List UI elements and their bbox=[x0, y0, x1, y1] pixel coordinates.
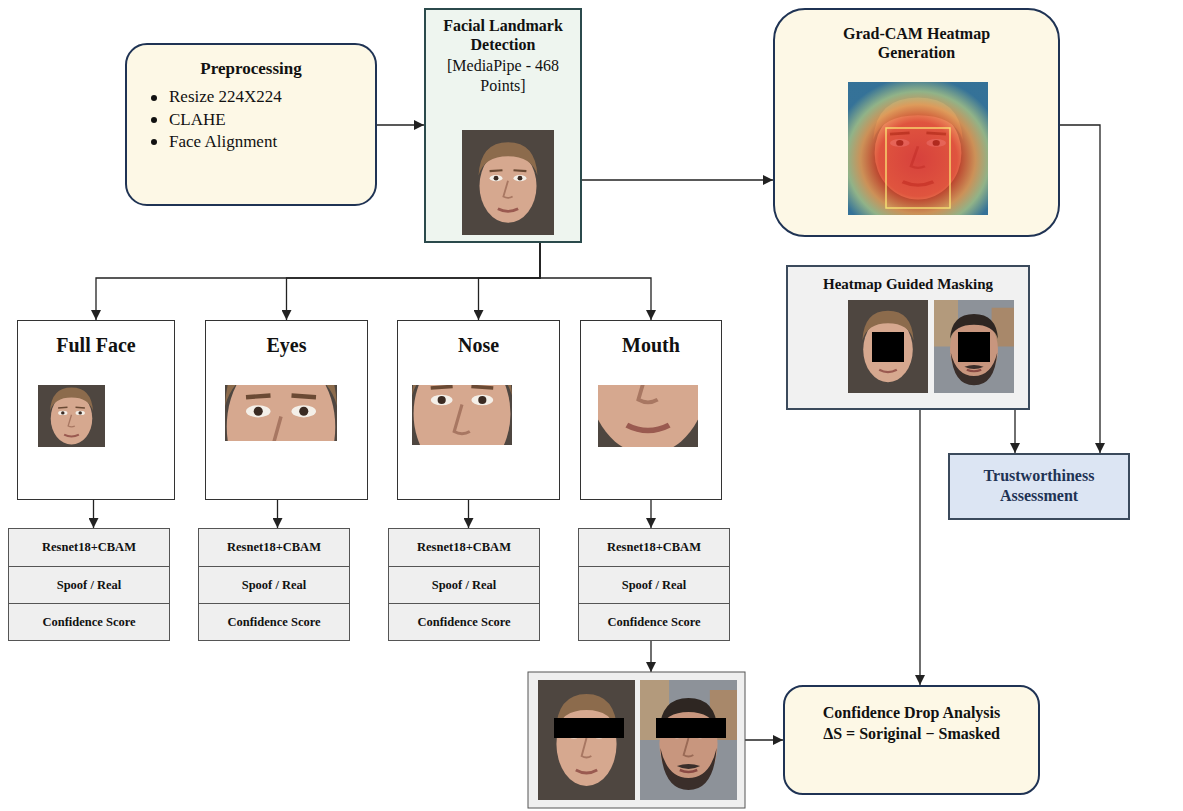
bullet-dot bbox=[151, 139, 157, 145]
bullet-dot bbox=[151, 95, 157, 101]
process-box: PreprocessingResize 224X224CLAHEFace Ali… bbox=[125, 43, 377, 206]
region-box: Eyes bbox=[205, 320, 368, 500]
flow-arrow bbox=[287, 243, 541, 320]
bullet-row: CLAHE bbox=[151, 110, 359, 130]
bullet-dot bbox=[151, 117, 157, 123]
stack-cell: Spoof / Real bbox=[199, 566, 349, 603]
bullet-text: Face Alignment bbox=[169, 132, 277, 152]
mask-bar bbox=[656, 718, 726, 738]
mouth-crop bbox=[552, 261, 744, 480]
masked-face bbox=[934, 300, 1014, 393]
flow-arrow bbox=[650, 641, 651, 672]
masked-face bbox=[538, 680, 635, 800]
box-title: Preprocessing bbox=[143, 59, 359, 79]
flow-arrow bbox=[377, 124, 424, 125]
box-title: Confidence Drop Analysis bbox=[823, 703, 1001, 722]
flow-arrow bbox=[1014, 410, 1015, 453]
box-title: Grad-CAM Heatmap Generation bbox=[817, 24, 1017, 62]
nose-crop bbox=[384, 318, 540, 498]
model-stack: Resnet18+CBAMSpoof / RealConfidence Scor… bbox=[198, 528, 350, 641]
flow-arrow bbox=[96, 243, 540, 320]
flow-arrow bbox=[479, 243, 541, 320]
box-body: ΔS = Soriginal − Smasked bbox=[823, 724, 1000, 743]
box-title: Facial Landmark Detection bbox=[434, 16, 572, 54]
stack-cell: Spoof / Real bbox=[389, 566, 539, 603]
image-panel bbox=[528, 672, 745, 808]
stack-cell: Resnet18+CBAM bbox=[9, 529, 169, 566]
box-title: Heatmap Guided Masking bbox=[823, 275, 993, 293]
stack-cell: Confidence Score bbox=[389, 603, 539, 640]
flow-arrow bbox=[93, 500, 94, 528]
stack-cell: Confidence Score bbox=[199, 603, 349, 640]
box-title: Trustworthiness Assessment bbox=[958, 466, 1120, 504]
flow-arrow bbox=[1060, 125, 1100, 453]
eyes-crop bbox=[194, 315, 369, 525]
masked-face bbox=[848, 300, 928, 393]
face-photo bbox=[462, 130, 554, 235]
flow-arrow bbox=[650, 500, 651, 528]
model-stack: Resnet18+CBAMSpoof / RealConfidence Scor… bbox=[578, 528, 730, 641]
flow-arrow bbox=[277, 500, 278, 528]
flow-arrow bbox=[919, 410, 920, 685]
box-body: [MediaPipe - 468 Points] bbox=[434, 56, 572, 94]
process-box: Grad-CAM Heatmap Generation bbox=[773, 8, 1060, 237]
mask-square bbox=[872, 332, 904, 362]
bullet-text: Resize 224X224 bbox=[169, 87, 282, 107]
masked-face bbox=[640, 680, 737, 800]
stack-cell: Confidence Score bbox=[9, 603, 169, 640]
stack-cell: Confidence Score bbox=[579, 603, 729, 640]
mask-bar bbox=[554, 718, 624, 738]
bullet-row: Resize 224X224 bbox=[151, 87, 359, 107]
stack-cell: Spoof / Real bbox=[579, 566, 729, 603]
flow-arrow bbox=[582, 179, 773, 180]
analysis-box: Confidence Drop Analysis ΔS = Soriginal −… bbox=[783, 685, 1040, 795]
region-box: Mouth bbox=[580, 320, 722, 500]
bullet-row: Face Alignment bbox=[151, 132, 359, 152]
face-crop bbox=[38, 379, 105, 453]
stack-cell: Resnet18+CBAM bbox=[389, 529, 539, 566]
stack-cell: Resnet18+CBAM bbox=[579, 529, 729, 566]
model-stack: Resnet18+CBAMSpoof / RealConfidence Scor… bbox=[388, 528, 540, 641]
region-box: Nose bbox=[397, 320, 560, 500]
output-box: Trustworthiness Assessment bbox=[948, 453, 1130, 520]
stack-cell: Resnet18+CBAM bbox=[199, 529, 349, 566]
process-box: Heatmap Guided Masking bbox=[786, 265, 1030, 410]
flow-arrow bbox=[468, 500, 469, 528]
box-title: Eyes bbox=[267, 333, 307, 357]
box-title: Mouth bbox=[622, 333, 680, 357]
box-title: Nose bbox=[458, 333, 499, 357]
mask-square bbox=[958, 332, 990, 362]
flow-arrow bbox=[745, 739, 783, 740]
region-box: Full Face bbox=[17, 320, 175, 500]
model-stack: Resnet18+CBAMSpoof / RealConfidence Scor… bbox=[8, 528, 170, 641]
flow-arrow bbox=[540, 243, 651, 320]
stack-cell: Spoof / Real bbox=[9, 566, 169, 603]
process-box: Facial Landmark Detection[MediaPipe - 46… bbox=[424, 8, 582, 243]
bullet-text: CLAHE bbox=[169, 110, 226, 130]
box-title: Full Face bbox=[56, 333, 135, 357]
heatmap-image bbox=[848, 82, 988, 215]
